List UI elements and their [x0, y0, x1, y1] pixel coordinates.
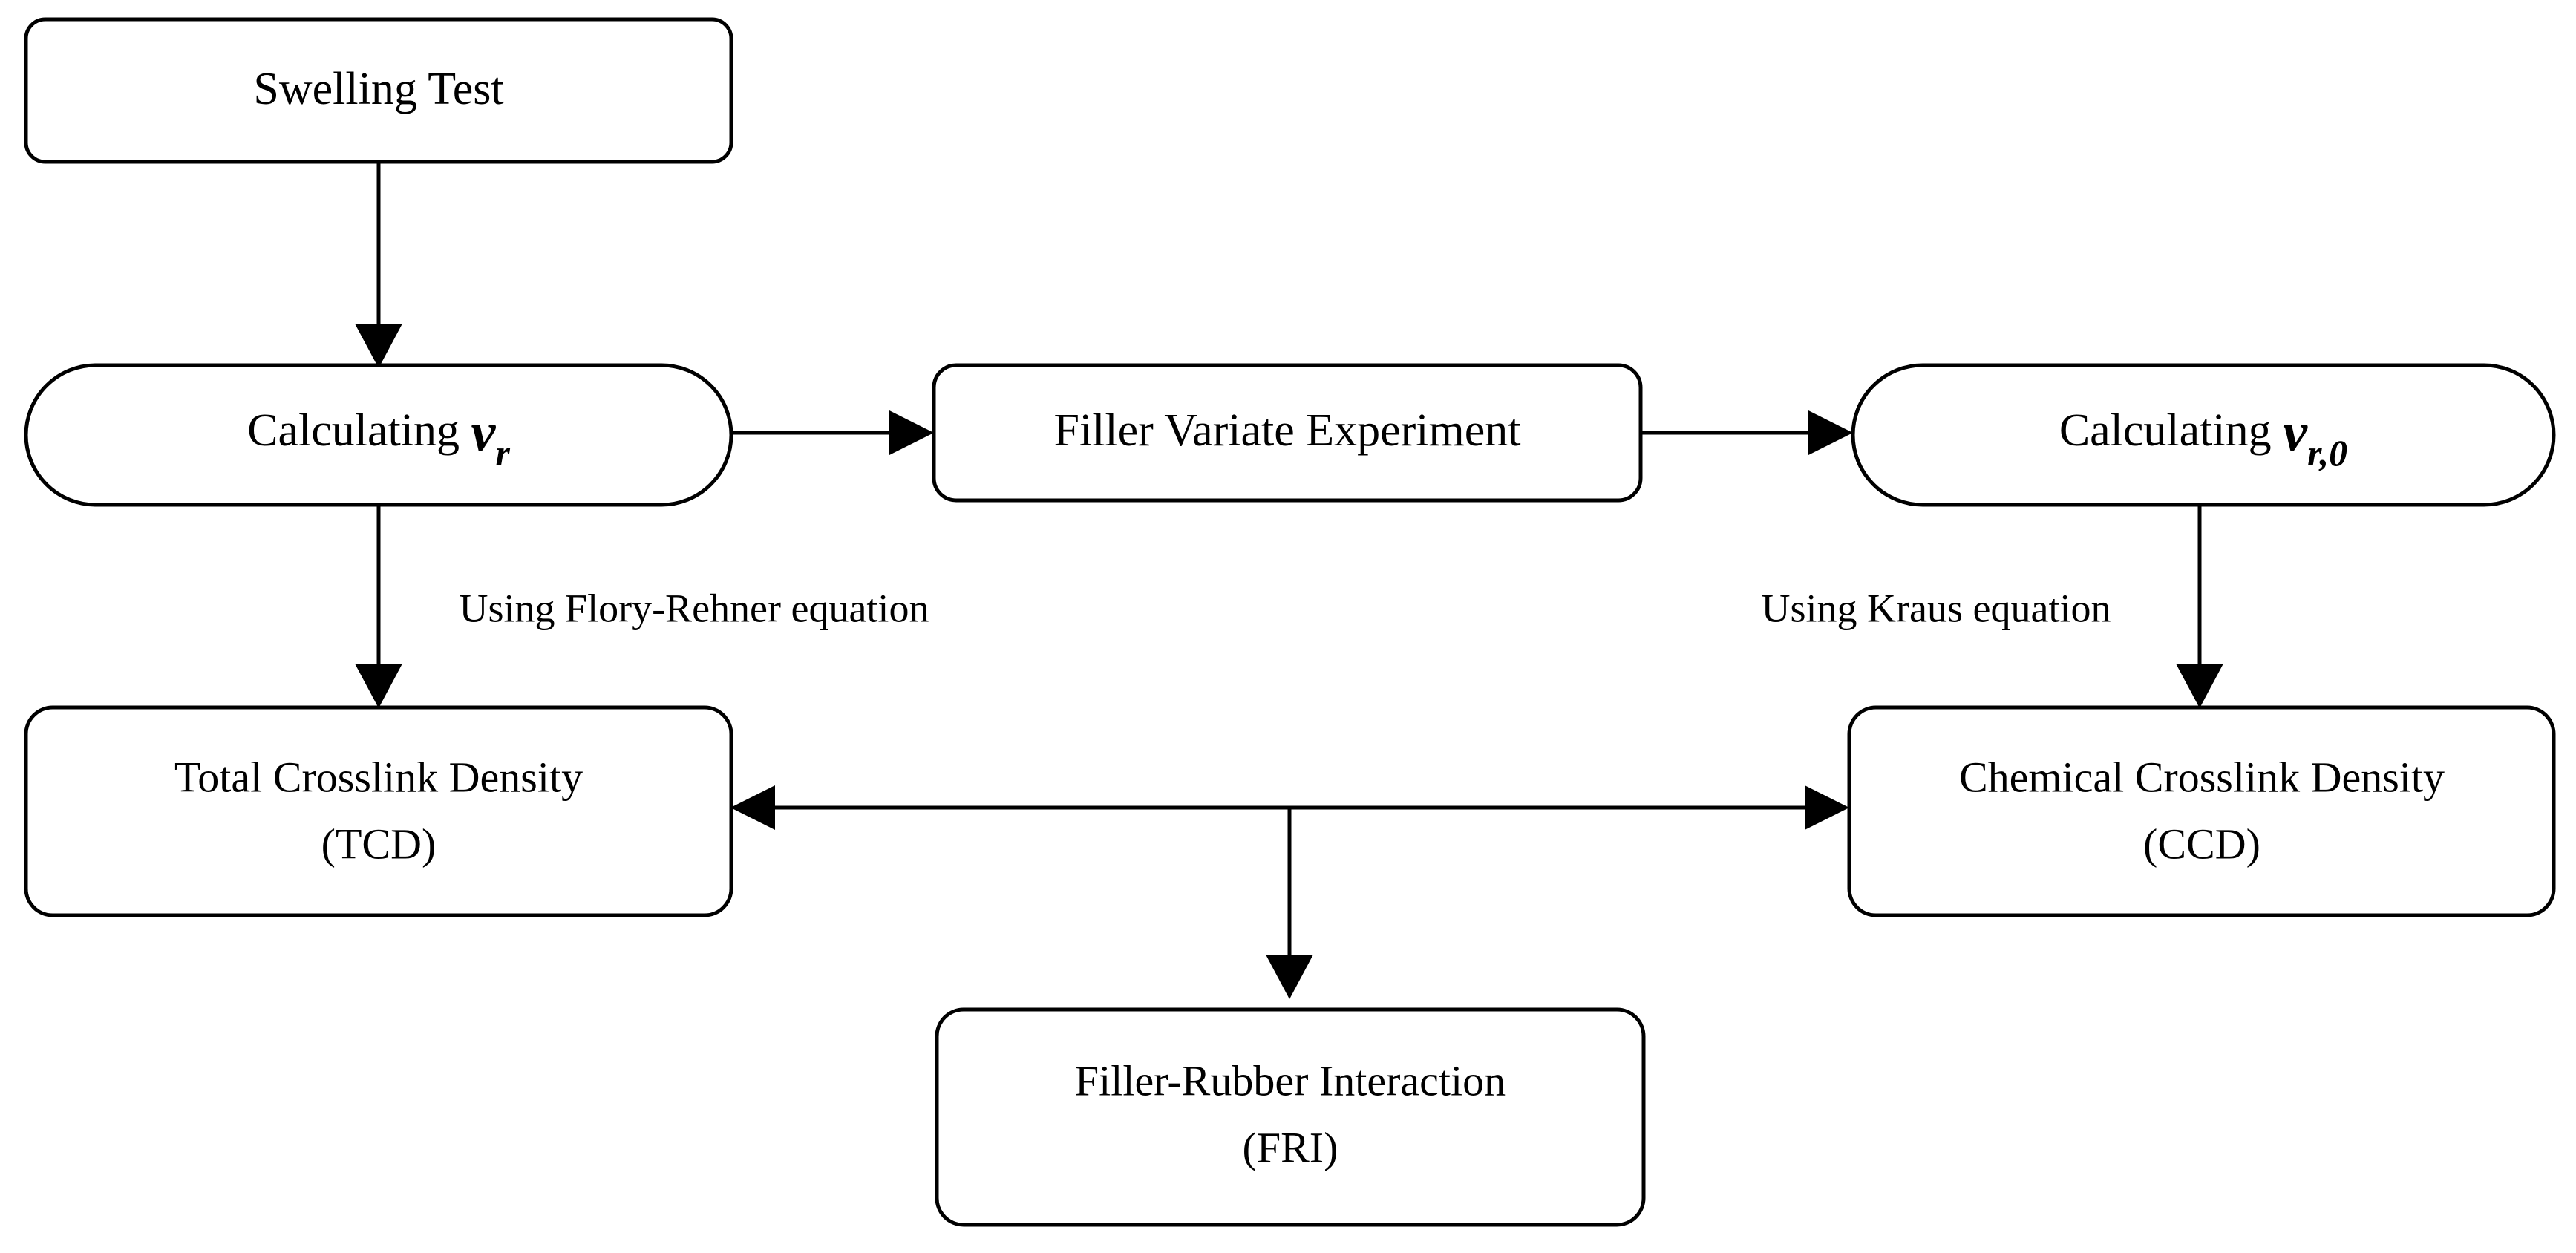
node-filler-rubber-interaction-line1: Filler-Rubber Interaction	[1075, 1056, 1506, 1105]
node-filler-rubber-interaction-shape[interactable]	[935, 1007, 1646, 1227]
node-filler-rubber-interaction[interactable]: Filler-Rubber Interaction (FRI)	[935, 1007, 1646, 1227]
edge-calculating-vr0-to-ccd: Using Kraus equation	[1762, 505, 2223, 708]
node-calculating-vr-symbol: ν	[471, 402, 496, 463]
arrowhead-down-icon	[355, 664, 402, 708]
node-chemical-crosslink-density-line1: Chemical Crosslink Density	[1959, 753, 2445, 801]
node-calculating-vr-shape[interactable]	[24, 363, 733, 507]
node-calculating-vr0-symbol: ν	[2283, 402, 2308, 463]
node-calculating-vr0-label: Calculating νr,0	[2059, 402, 2347, 474]
node-total-crosslink-density[interactable]: Total Crosslink Density (TCD)	[24, 705, 733, 917]
node-chemical-crosslink-density-shape[interactable]	[1847, 705, 2556, 917]
edge-filler-experiment-to-calculating-vr0	[1641, 410, 1853, 455]
node-calculating-vr-prefix: Calculating	[247, 405, 471, 456]
node-swelling-test-shape[interactable]	[24, 17, 733, 164]
node-swelling-test-label: Swelling Test	[253, 64, 503, 114]
node-total-crosslink-density-shape[interactable]	[24, 705, 733, 917]
edge-calculating-vr-to-tcd: Using Flory-Rehner equation	[355, 505, 929, 708]
edge-label-kraus: Using Kraus equation	[1762, 586, 2111, 630]
node-calculating-vr0[interactable]: Calculating νr,0	[1851, 363, 2556, 507]
node-chemical-crosslink-density[interactable]: Chemical Crosslink Density (CCD)	[1847, 705, 2556, 917]
arrowhead-right-icon	[1805, 785, 1849, 830]
arrowhead-down-icon	[2176, 664, 2223, 708]
arrowhead-right-icon	[1808, 410, 1853, 455]
node-chemical-crosslink-density-line2: (CCD)	[2143, 819, 2260, 868]
edge-calculating-vr-to-filler-experiment	[731, 410, 934, 455]
edge-label-flory-rehner: Using Flory-Rehner equation	[460, 586, 929, 630]
node-filler-variate-experiment-shape[interactable]	[932, 363, 1643, 503]
node-calculating-vr0-prefix: Calculating	[2059, 405, 2283, 456]
node-calculating-vr0-subscript: r,0	[2307, 432, 2347, 474]
arrowhead-right-icon	[889, 410, 934, 455]
node-total-crosslink-density-line1: Total Crosslink Density	[174, 753, 583, 801]
node-swelling-test[interactable]: Swelling Test	[24, 17, 733, 164]
arrowhead-down-icon	[1266, 955, 1313, 999]
node-total-crosslink-density-line2: (TCD)	[321, 819, 437, 868]
edge-swelling-to-calculating-vr	[355, 162, 402, 368]
node-calculating-vr-label: Calculating νr	[247, 402, 510, 474]
node-filler-variate-experiment-label: Filler Variate Experiment	[1054, 405, 1521, 456]
arrowhead-left-icon	[730, 785, 775, 830]
node-calculating-vr[interactable]: Calculating νr	[24, 363, 733, 507]
node-calculating-vr0-shape[interactable]	[1851, 363, 2556, 507]
node-filler-variate-experiment[interactable]: Filler Variate Experiment	[932, 363, 1643, 503]
edge-mid-to-fri	[1266, 808, 1313, 999]
arrowhead-down-icon	[355, 324, 402, 368]
node-calculating-vr-subscript: r	[495, 432, 510, 474]
node-filler-rubber-interaction-line2: (FRI)	[1243, 1123, 1338, 1171]
